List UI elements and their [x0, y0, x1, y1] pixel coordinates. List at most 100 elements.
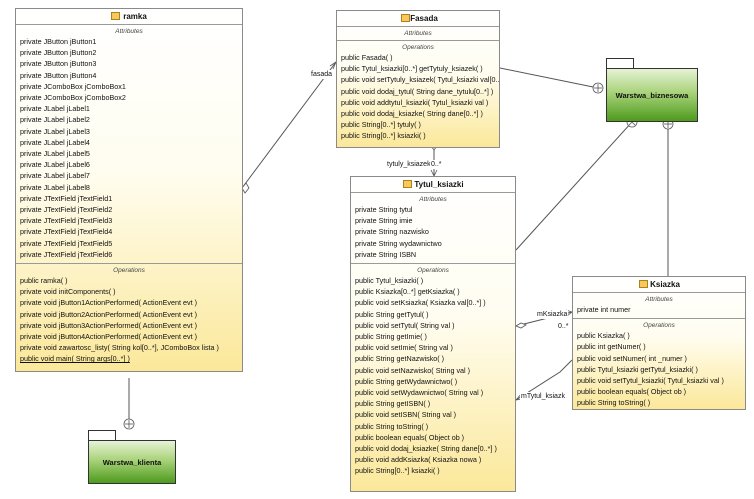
operation-row: public void setISBN( String val ) — [355, 410, 457, 420]
attributes-title: Attributes — [404, 30, 432, 37]
attribute-row: private String nazwisko — [355, 227, 429, 237]
attribute-row: private JLabel jLabel7 — [20, 171, 90, 181]
operations-list: public ramka( )private void initComponen… — [16, 275, 242, 365]
operation-row: public String toString( ) — [355, 421, 429, 431]
operation-row: public String getWydawnictwo( ) — [355, 376, 458, 386]
attribute-row: private JLabel jLabel1 — [20, 104, 90, 114]
package-warstwa-klienta[interactable]: Warstwa_klienta — [88, 430, 176, 484]
operation-row: public boolean equals( Object ob ) — [577, 387, 687, 397]
operation-row: public void dodaj_ksiazke( String dane[0… — [341, 109, 483, 119]
operation-row: public Fasada( ) — [341, 53, 393, 62]
multiplicity-mksiazka: 0..* — [557, 322, 570, 331]
class-icon — [401, 14, 410, 22]
operations-title: Operations — [417, 267, 449, 275]
tytul-biznes-link — [515, 121, 633, 251]
operation-row: public Tytul_ksiazki( ) — [355, 276, 424, 286]
operation-row: public String[0..*] ksiazki( ) — [341, 131, 426, 141]
attribute-row: private int numer — [577, 305, 631, 314]
attributes-list: private int numer — [573, 304, 745, 315]
class-ksiazka[interactable]: Ksiazka Attributes private int numer Ope… — [572, 276, 746, 410]
attribute-row: private JLabel jLabel5 — [20, 149, 90, 159]
role-label-mksiazka: mKsiazka — [536, 310, 569, 319]
class-icon — [403, 180, 412, 188]
attribute-row: private JLabel jLabel4 — [20, 137, 90, 147]
operation-row: public void setTytul_ksiazki( Tytul_ksia… — [577, 376, 724, 386]
class-name: Fasada — [410, 14, 438, 23]
attributes-list: private JButton jButton1 private JButton … — [16, 36, 242, 260]
operation-row: public Tytul_ksiazki[0..*] getTytuly_ksi… — [341, 64, 483, 74]
operation-row: public boolean equals( Object ob ) — [355, 432, 465, 442]
attribute-row: private JLabel jLabel2 — [20, 115, 90, 125]
ramka-fasada-link — [241, 61, 337, 189]
package-body: Warstwa_klienta — [88, 440, 176, 484]
class-name: Tytul_ksiazki — [414, 180, 464, 189]
package-tab — [88, 430, 116, 441]
operation-row: public String getImie( ) — [355, 332, 427, 342]
operations-title: Operations — [113, 267, 145, 275]
operation-row: public void setImie( String val ) — [355, 343, 453, 353]
class-name: Ksiazka — [650, 280, 680, 289]
attribute-row: private String imie — [355, 216, 413, 226]
role-label-tytuly: tytuly_ksiazek — [386, 160, 432, 169]
class-fasada-header: Fasada — [337, 11, 499, 27]
operation-row: public void dodaj_ksiazke( String dane[0… — [355, 444, 497, 454]
tytul-aggregation-diamond — [515, 322, 527, 329]
class-ramka-header: ramka — [16, 9, 242, 25]
attribute-row: private JTextField jTextField6 — [20, 249, 113, 259]
operation-row: private void zawartosc_listy( String kol… — [20, 343, 219, 353]
attributes-title: Attributes — [419, 196, 447, 203]
package-name: Warstwa_biznesowa — [615, 91, 689, 100]
operation-row: private void jButton2ActionPerformed( Ac… — [20, 309, 197, 319]
operations-list: public Fasada( ) public Tytul_ksiazki[0..… — [337, 52, 499, 142]
operation-row: public Tytul_ksiazki getTytul_ksiazki( ) — [577, 364, 698, 374]
class-name: ramka — [123, 12, 147, 21]
class-fasada[interactable]: Fasada Attributes Operations public Fasa… — [336, 10, 500, 148]
operation-row: public void setNumer( int _numer ) — [577, 353, 687, 363]
role-label-fasada: fasada — [310, 70, 334, 79]
operation-row: public void setWydawnictwo( String val ) — [355, 388, 484, 398]
attribute-row: private JComboBox jComboBox1 — [20, 81, 126, 91]
attribute-row: private String wydawnictwo — [355, 238, 442, 248]
attribute-row: private String tytul — [355, 205, 413, 214]
attribute-row: private JTextField jTextField1 — [20, 193, 113, 203]
operation-row: public String getTytul( ) — [355, 309, 429, 319]
attribute-row: private String ISBN — [355, 249, 417, 259]
class-ksiazka-header: Ksiazka — [573, 277, 745, 293]
operation-row: public String[0..*] tytuly( ) — [341, 120, 421, 130]
operation-row: private void jButton4ActionPerformed( Ac… — [20, 332, 197, 342]
attribute-row: private JLabel jLabel3 — [20, 126, 90, 136]
class-ramka[interactable]: ramka Attributes private JButton jButton… — [15, 8, 243, 372]
attribute-row: private JTextField jTextField2 — [20, 205, 113, 215]
multiplicity-tytuly: 0..* — [430, 160, 443, 169]
package-warstwa-biznesowa[interactable]: Warstwa_biznesowa — [606, 58, 698, 122]
operation-row: public int getNumer( ) — [577, 342, 646, 352]
operation-row: public Ksiazka[0..*] getKsiazka( ) — [355, 287, 460, 297]
class-tytul-ksiazki-header: Tytul_ksiazki — [351, 177, 515, 193]
operation-row: public void setTytul( String val ) — [355, 320, 455, 330]
operation-row: public ramka( ) — [20, 276, 68, 286]
attribute-row: private JButton jButton3 — [20, 59, 97, 69]
operation-row: public void main( String args[0..*] ) — [20, 354, 130, 364]
operation-row: public void setKsiazka( Ksiazka val[0..*… — [355, 298, 486, 308]
attribute-row: private JLabel jLabel8 — [20, 182, 90, 192]
role-label-mtytul: mTytul_ksiazk — [520, 392, 566, 401]
operation-row: private void jButton1ActionPerformed( Ac… — [20, 298, 197, 308]
package-name: Warstwa_klienta — [102, 458, 162, 467]
operations-title: Operations — [402, 44, 434, 51]
operations-list: public Ksiazka( )public int getNumer( )p… — [573, 330, 745, 408]
operation-row: public String getNazwisko( ) — [355, 354, 445, 364]
operation-row: public String getISBN( ) — [355, 399, 431, 409]
operation-row: private void initComponents( ) — [20, 287, 116, 297]
class-icon — [639, 280, 648, 288]
attribute-row: private JButton jButton1 — [20, 37, 97, 46]
attributes-title: Attributes — [645, 296, 673, 303]
operation-row: private void jButton3ActionPerformed( Ac… — [20, 320, 197, 330]
attribute-row: private JComboBox jComboBox2 — [20, 93, 126, 103]
attribute-row: private JButton jButton2 — [20, 48, 97, 58]
operation-row: public String[0..*] ksiazki( ) — [355, 466, 440, 476]
operation-row: public void dodaj_tytul( String dane_tyt… — [341, 86, 494, 96]
package-body: Warstwa_biznesowa — [606, 68, 698, 122]
class-tytul-ksiazki[interactable]: Tytul_ksiazki Attributes private String … — [350, 176, 516, 492]
attribute-row: private JTextField jTextField4 — [20, 227, 113, 237]
